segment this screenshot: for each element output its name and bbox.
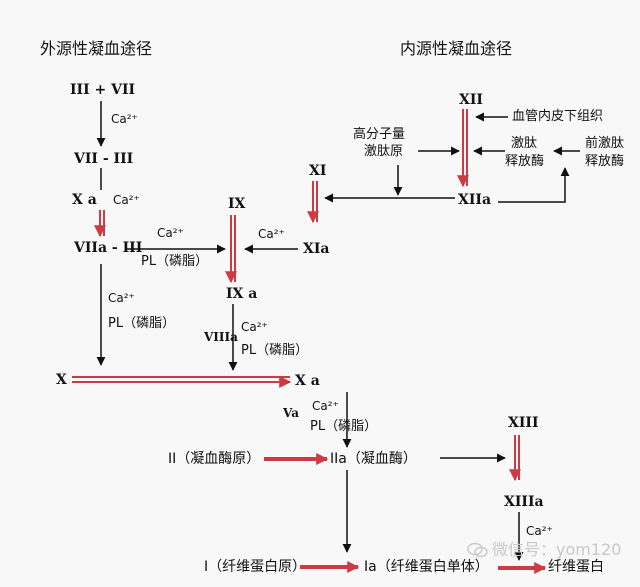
label-xiiia: XIIIa (504, 494, 544, 510)
label-pl-1: PL（磷脂） (141, 254, 209, 269)
extrinsic-pathway-title: 外源性凝血途径 (40, 39, 153, 58)
label-pl-3: PL（磷脂） (241, 343, 309, 358)
watermark-text: 微信号：yom120 (492, 540, 622, 559)
label-endothelium: 血管内皮下组织 (512, 109, 604, 124)
label-hmwk-1: 高分子量 (353, 127, 406, 142)
label-ca2-3: Ca²⁺ (157, 226, 184, 240)
label-hmwk-2: 激肽原 (364, 144, 404, 159)
label-fibrin-monomer: Ia（纤维蛋白单体） (364, 559, 489, 575)
label-prekinin-1: 前激肽 (585, 136, 625, 151)
label-xiii: XIII (508, 415, 539, 431)
intrinsic-pathway-title: 内源性凝血途径 (400, 39, 513, 58)
label-ca2-2: Ca²⁺ (113, 193, 140, 207)
wechat-icon (467, 542, 488, 558)
label-xii: XII (459, 92, 483, 108)
label-xiia: XIIa (458, 192, 492, 208)
label-ca2-8: Ca²⁺ (526, 524, 553, 538)
label-xa-left: X a (72, 192, 97, 208)
label-xi: XI (309, 163, 327, 179)
label-prothrombin: II（凝血酶原） (168, 451, 261, 467)
label-viia-iii: VIIa - III (74, 240, 143, 256)
label-ca2-4: Ca²⁺ (108, 291, 135, 305)
label-fibrinogen: I（纤维蛋白原） (204, 559, 307, 575)
label-ca2-1: Ca²⁺ (111, 112, 138, 126)
label-ixa: IX a (226, 286, 258, 302)
label-va: Va (283, 406, 299, 420)
label-vii-iii: VII - III (74, 151, 134, 167)
label-kinin-1: 激肽 (511, 136, 538, 151)
label-ca2-7: Ca²⁺ (312, 399, 339, 413)
label-ix: IX (228, 196, 246, 212)
label-x: X (56, 372, 67, 388)
label-prekinin-2: 释放酶 (585, 154, 625, 169)
label-kinin-2: 释放酶 (505, 154, 545, 169)
label-viiia: VIIIa (204, 330, 238, 344)
label-thrombin: IIa（凝血酶） (330, 451, 417, 467)
label-xia: XIa (303, 241, 330, 257)
label-ca2-5: Ca²⁺ (258, 227, 285, 241)
label-pl-4: PL（磷脂） (310, 419, 378, 434)
label-ca2-6: Ca²⁺ (241, 320, 268, 334)
label-iii-vii: III + VII (70, 82, 136, 98)
label-fibrin: 纤维蛋白 (548, 559, 604, 575)
label-xa: X a (295, 373, 320, 389)
arrow-xiia-feedback-to-prekinin (498, 167, 570, 203)
label-pl-2: PL（磷脂） (108, 316, 176, 331)
